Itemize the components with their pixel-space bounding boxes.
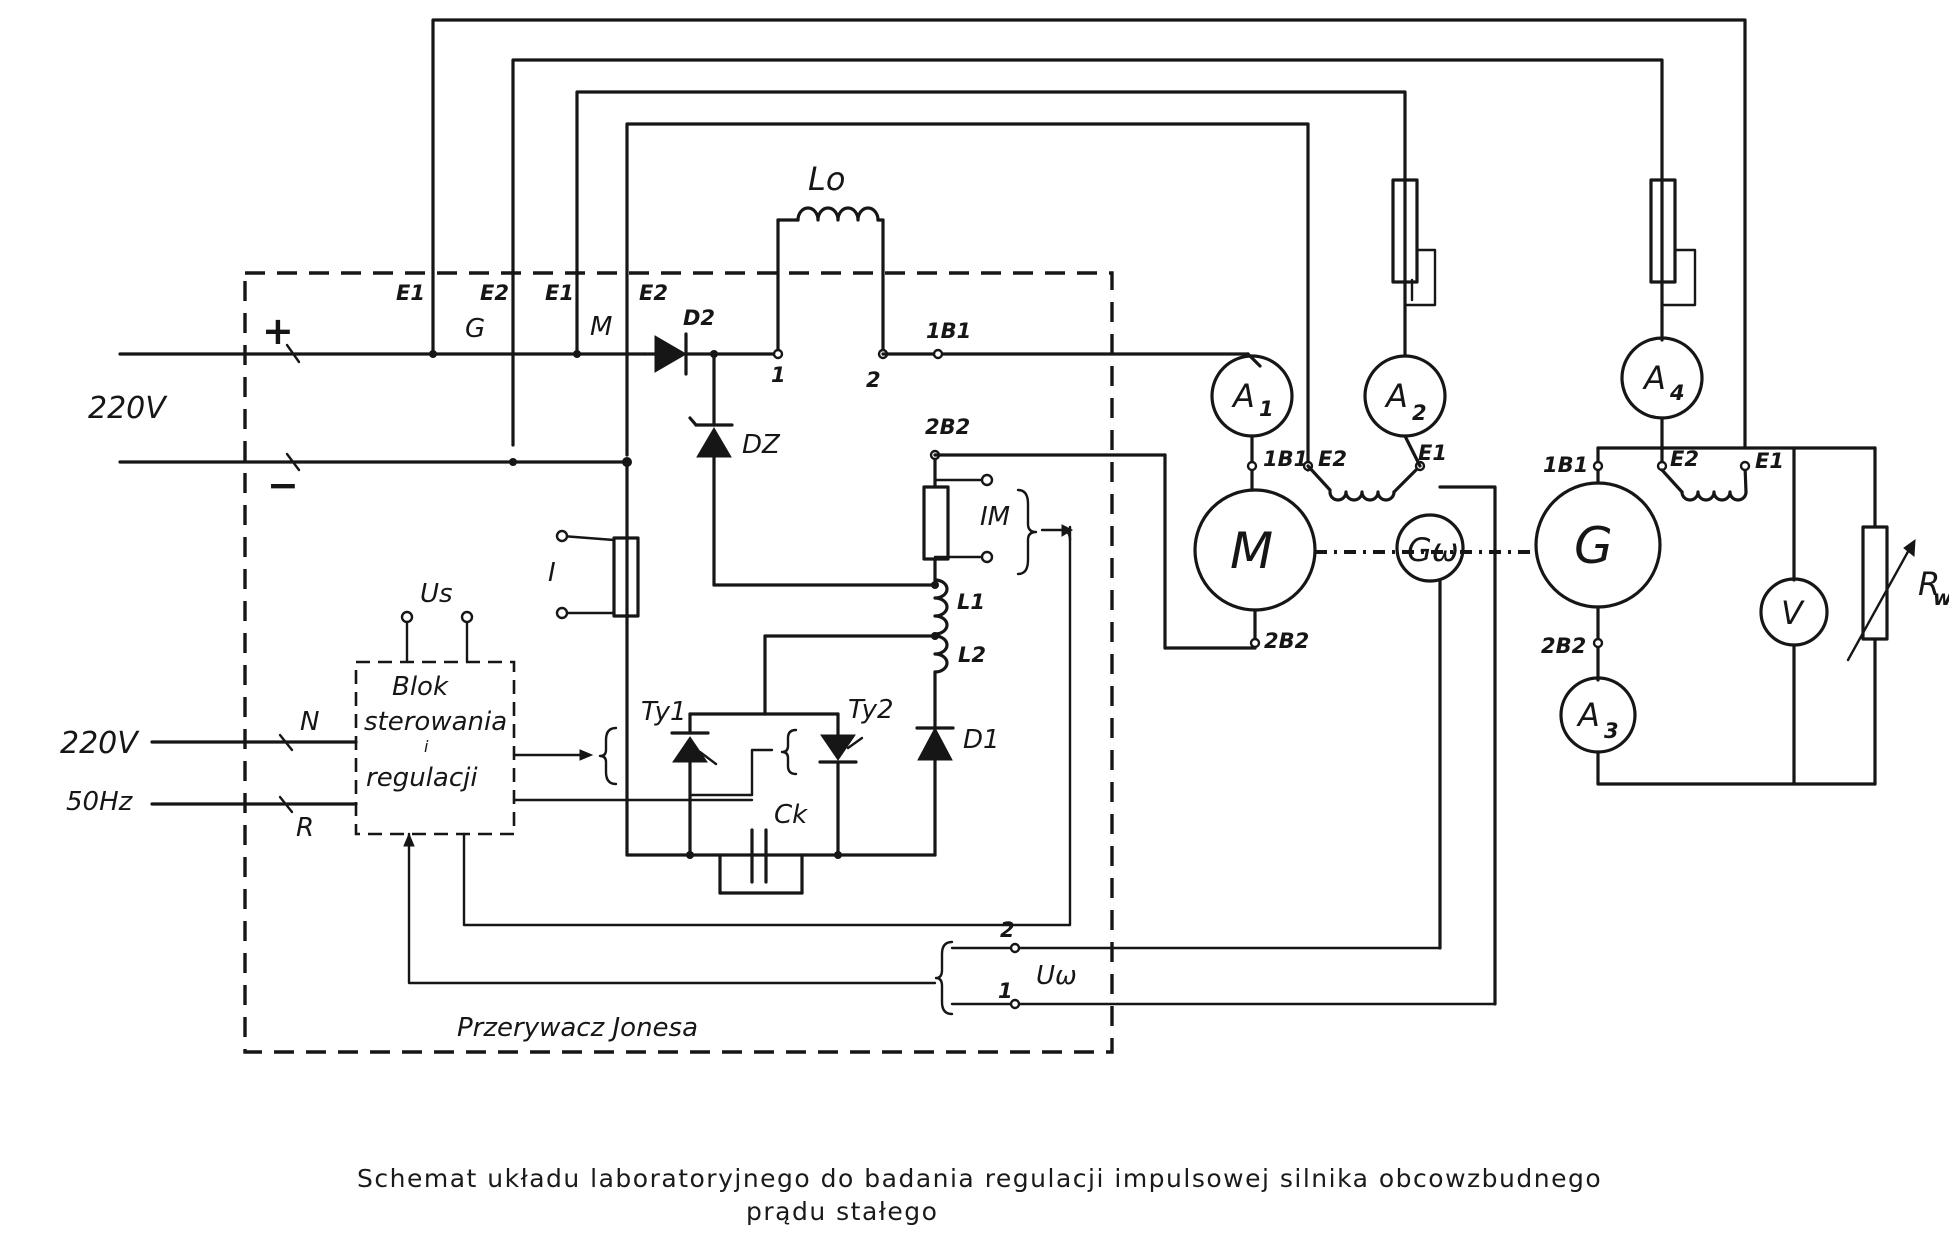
label-r: R	[296, 813, 314, 843]
a4-sub: 4	[1669, 381, 1685, 405]
label-1b1-chopper: 1B1	[926, 319, 971, 343]
label-e2b: E2	[639, 281, 668, 305]
ammeter-a2: A 2	[1363, 178, 1447, 468]
box-label: Przerywacz Jonesa	[457, 1013, 698, 1043]
zener-dz: DZ	[688, 352, 937, 587]
label-m: M	[590, 312, 612, 342]
block-line4: regulacji	[366, 763, 478, 793]
motor-1b1: 1B1	[1263, 447, 1308, 471]
ammeter-a1: A 1	[1210, 354, 1294, 438]
label-term-2: 2	[866, 368, 881, 392]
motor-m: M	[1193, 488, 1317, 612]
generator-label: G	[1574, 517, 1613, 575]
voltmeter-v: V	[1759, 446, 1829, 786]
a1-label: A	[1231, 377, 1255, 415]
tacho-gw: Gω	[1395, 485, 1497, 1006]
v-label: V	[1781, 594, 1805, 632]
block-line2: sterowania	[364, 707, 507, 737]
i-terminal: I	[548, 529, 640, 620]
caption-line2: prądu stałego	[746, 1197, 938, 1226]
top-terminal-labels: E1 E2 E1 E2 G M	[396, 281, 668, 344]
minus-sign: −	[267, 463, 299, 507]
chopper-box	[243, 271, 1114, 1054]
ac-supply: 220V 50Hz N R	[60, 707, 358, 843]
diode-d1: D1	[915, 718, 1000, 857]
label-d2: D2	[683, 306, 715, 330]
label-dz: DZ	[742, 430, 781, 460]
label-us: Us	[420, 579, 453, 609]
ammeter-a4: A 4	[1620, 178, 1704, 450]
label-n: N	[300, 707, 319, 737]
label-ck: Ck	[774, 800, 808, 830]
capacitor-ck: Ck	[718, 800, 808, 895]
generator-field: E2 E1	[1656, 446, 1784, 502]
label-d1: D1	[963, 725, 1000, 755]
label-g: G	[465, 314, 485, 344]
tacho-label: Gω	[1407, 531, 1459, 569]
a2-label: A	[1384, 377, 1408, 415]
control-block: Blok sterowania i regulacji Us	[354, 579, 754, 836]
label-ty1: Ty1	[641, 697, 687, 727]
motor-label: M	[1230, 522, 1273, 580]
ammeter-a3: A 3	[1559, 676, 1637, 754]
a4-label: A	[1642, 359, 1666, 397]
label-l2: L2	[958, 643, 986, 667]
top-wiring	[431, 18, 1747, 464]
label-2b2-chopper: 2B2	[925, 415, 970, 439]
dc-voltage-label: 220V	[88, 391, 168, 426]
rw-sub: w	[1933, 586, 1949, 610]
label-uw-t2: 2	[1000, 918, 1015, 942]
label-i: I	[548, 558, 556, 588]
label-ld: Lo	[808, 160, 845, 198]
a3-sub: 3	[1604, 719, 1619, 743]
diode-d2: D2	[643, 306, 780, 376]
generator-g: G	[1534, 481, 1662, 609]
ac-freq-label: 50Hz	[66, 787, 134, 817]
label-e2a: E2	[480, 281, 509, 305]
gen-2b2: 2B2	[1541, 634, 1586, 658]
load-resistor: R w	[1846, 446, 1949, 786]
ac-voltage-label: 220V	[60, 726, 140, 761]
inductor-ld: Lo	[776, 160, 885, 356]
label-term-1: 1	[771, 363, 786, 387]
caption-line1: Schemat układu laboratoryjnego do badani…	[357, 1164, 1602, 1193]
thyristor-ty2: Ty2	[818, 695, 894, 857]
dc-supply: + − 220V	[88, 309, 301, 507]
label-e1a: E1	[396, 281, 425, 305]
gen-e2: E2	[1670, 447, 1699, 471]
a2-sub: 2	[1412, 401, 1427, 425]
a3-label: A	[1576, 696, 1600, 734]
label-im: IM	[980, 502, 1010, 532]
label-e1b: E1	[545, 281, 574, 305]
gen-1b1: 1B1	[1543, 453, 1588, 477]
im-shunt-branch: IM 2B2	[922, 415, 1074, 582]
label-ty2: Ty2	[848, 695, 894, 725]
motor-e1: E1	[1418, 441, 1447, 465]
gen-e1: E1	[1755, 449, 1784, 473]
label-uw: Uω	[1036, 961, 1077, 991]
label-uw-t1: 1	[998, 979, 1013, 1003]
motor-field: E2 E1	[1302, 441, 1447, 502]
plus-sign: +	[262, 309, 294, 353]
block-line3: i	[424, 737, 429, 756]
a1-sub: 1	[1259, 397, 1274, 421]
motor-e2: E2	[1318, 447, 1347, 471]
label-l1: L1	[957, 590, 985, 614]
motor-2b2: 2B2	[1264, 629, 1309, 653]
block-line1: Blok	[392, 672, 449, 702]
thyristor-ty1: Ty1	[641, 697, 718, 857]
rw-label: R	[1918, 565, 1940, 603]
inductor-l1-l2: L1 L2	[931, 578, 986, 722]
